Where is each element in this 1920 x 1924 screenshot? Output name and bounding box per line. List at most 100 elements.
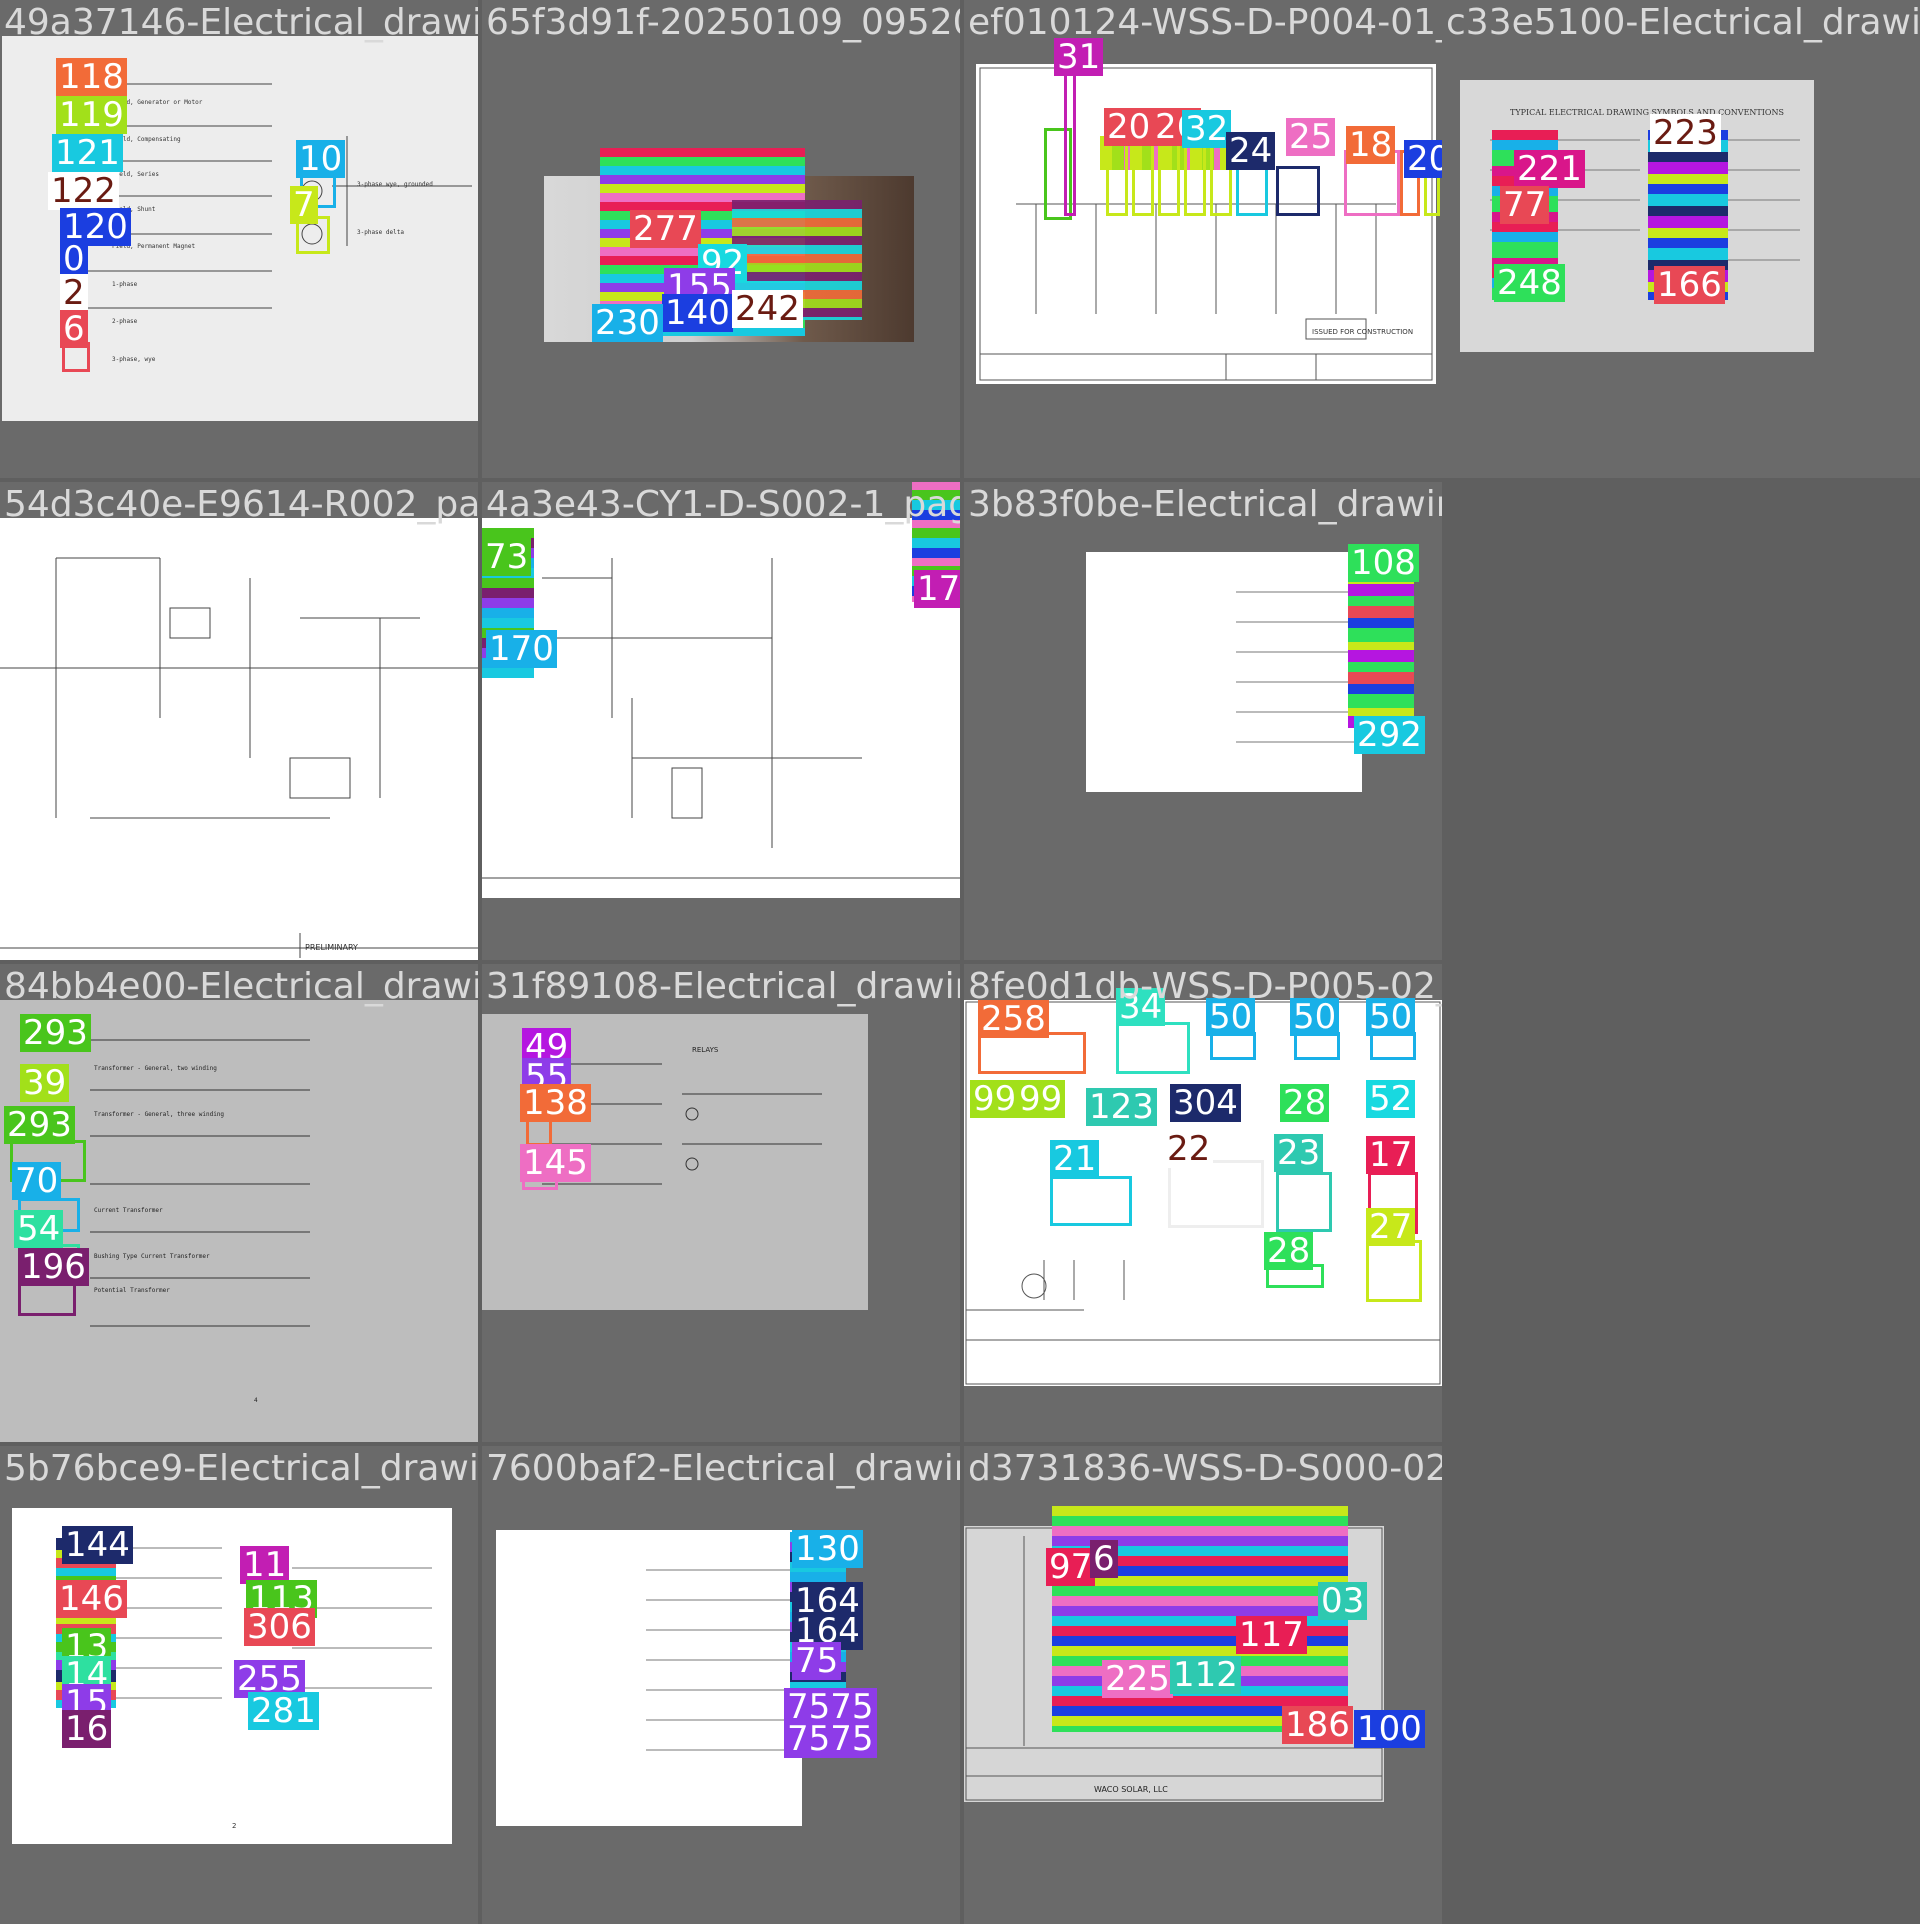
svg-text:Current Transformer: Current Transformer [94, 1207, 163, 1214]
detection-label: 52 [1366, 1080, 1416, 1118]
detection-label: 70 [12, 1162, 62, 1200]
tile-1[interactable]: 65f3d91f-20250109_095205.jpg 277 92 155 … [482, 0, 960, 478]
tile-filename: 7600baf2-Electrical_drawing_symbols_and_ [486, 1448, 960, 1489]
tile-filename: c33e5100-Electrical_drawing_symbols_and_ [1446, 2, 1920, 43]
tile-12[interactable]: WACO SOLAR, LLC d3731836-WSS-D-S000-02_p… [964, 1446, 1442, 1924]
detection-label: 145 [520, 1144, 591, 1182]
tile-10[interactable]: 2 5b76bce9-Electrical_drawing_symbols_an… [0, 1446, 478, 1924]
tile-9[interactable]: 8fe0d1db-WSS-D-P005-02_page_1.jpg 258 34… [964, 964, 1442, 1442]
svg-text:1-phase: 1-phase [112, 281, 138, 288]
document-page [964, 1000, 1442, 1386]
tile-5[interactable]: 4a3e43-CY1-D-S002-1_page_1.jpg 73 170 17… [482, 482, 960, 960]
detection-label: 11 [240, 1546, 290, 1584]
detection-label: 146 [56, 1580, 127, 1618]
detection-label: 17 [1366, 1136, 1416, 1174]
detection-label: 140 [662, 294, 733, 332]
svg-text:RELAYS: RELAYS [692, 1046, 719, 1054]
detection-label: 196 [18, 1248, 89, 1286]
bbox [1276, 166, 1320, 216]
tile-11[interactable]: 7600baf2-Electrical_drawing_symbols_and_… [482, 1446, 960, 1924]
detection-label: 117 [1236, 1616, 1307, 1654]
detection-label: 50 [1366, 998, 1416, 1036]
detection-label: 97 [1046, 1548, 1096, 1586]
detection-label: 6 [60, 310, 88, 348]
bbox [1184, 140, 1206, 216]
detection-label: 7 [290, 186, 318, 224]
detection-label: 28 [1264, 1232, 1314, 1270]
detection-label: 230 [592, 304, 663, 342]
detection-label: 50 [1290, 998, 1340, 1036]
tile-6[interactable]: 3b83f0be-Electrical_drawing_symbols_and_… [964, 482, 1442, 960]
tile-4[interactable]: PRELIMINARY 54d3c40e-E9614-R002_page_1.j… [0, 482, 478, 960]
detection-label: 306 [244, 1608, 315, 1646]
document-page [482, 518, 960, 898]
detection-label: 16 [62, 1710, 112, 1748]
tile-filename: 65f3d91f-20250109_095205.jpg [486, 2, 960, 43]
bbox [1276, 1172, 1332, 1232]
detection-label: 50 [1206, 998, 1256, 1036]
svg-text:3-phase wye, grounded: 3-phase wye, grounded [357, 181, 433, 188]
svg-text:PRELIMINARY: PRELIMINARY [305, 943, 358, 952]
detection-label: 122 [48, 172, 119, 210]
detection-label: 99 [1016, 1080, 1066, 1118]
svg-text:4: 4 [254, 1397, 258, 1404]
detection-label: 108 [1348, 544, 1419, 582]
detection-label: 293 [20, 1014, 91, 1052]
detection-label: 138 [520, 1084, 591, 1122]
bbox [1168, 1160, 1264, 1228]
bbox [1106, 140, 1128, 216]
detection-label: 6 [1090, 1540, 1118, 1578]
tile-filename: ef010124-WSS-D-P004-01_page_1.jpg [968, 2, 1442, 43]
detection-label: 0 [60, 240, 88, 278]
detection-label: 171 [914, 570, 960, 608]
svg-text:2-phase: 2-phase [112, 318, 138, 325]
detection-label: 20 [1104, 108, 1154, 146]
detection-label: 18 [1346, 126, 1396, 164]
detection-label: 281 [248, 1692, 319, 1730]
dense-labels [1348, 562, 1414, 728]
detection-label: 166 [1654, 266, 1725, 304]
document-page [496, 1530, 802, 1826]
detection-label: 73 [482, 538, 532, 576]
detection-label: 112 [1170, 1656, 1241, 1694]
tile-8[interactable]: RELAYS 31f89108-Electrical_drawing_symbo… [482, 964, 960, 1442]
detection-label: 221 [1514, 150, 1585, 188]
detection-label: 121 [52, 134, 123, 172]
svg-text:Potential Transformer: Potential Transformer [94, 1287, 170, 1294]
detection-label: 170 [486, 630, 557, 668]
detection-label: 24 [1226, 132, 1276, 170]
detection-label: 23 [1274, 1134, 1324, 1172]
detection-label: 10 [296, 140, 346, 178]
tile-3[interactable]: TYPICAL ELECTRICAL DRAWING SYMBOLS AND C… [1442, 0, 1920, 478]
detection-label: 99 [970, 1080, 1020, 1118]
svg-text:3-phase, wye: 3-phase, wye [112, 356, 156, 363]
detection-label: 118 [56, 58, 127, 96]
detection-label: 21 [1050, 1140, 1100, 1178]
tile-filename: 5b76bce9-Electrical_drawing_symbols_and_ [4, 1448, 478, 1489]
detection-label: 77 [1500, 186, 1550, 224]
tile-filename: 3b83f0be-Electrical_drawing_symbols_and_ [968, 484, 1442, 525]
detection-label: 32 [1182, 110, 1232, 148]
bbox [1366, 1240, 1422, 1302]
svg-text:2: 2 [232, 1822, 236, 1830]
bbox [1064, 66, 1076, 216]
detection-label: 144 [62, 1526, 133, 1564]
svg-text:Bushing Type Current Transform: Bushing Type Current Transformer [94, 1253, 210, 1260]
svg-text:Field, Compensating: Field, Compensating [112, 136, 181, 143]
detection-label: 75 [792, 1642, 842, 1680]
document-page: ISSUED FOR CONSTRUCTION [976, 64, 1436, 384]
bbox [1158, 140, 1180, 216]
detection-label: 123 [1086, 1088, 1157, 1126]
detection-label: 119 [56, 96, 127, 134]
document-page: PRELIMINARY [0, 518, 478, 960]
detection-label: 186 [1282, 1706, 1353, 1744]
tile-2[interactable]: ISSUED FOR CONSTRUCTION ef010124-WSS-D-P… [964, 0, 1442, 478]
bbox [1132, 140, 1154, 216]
svg-text:Field, Series: Field, Series [112, 171, 159, 178]
detection-label: 242 [732, 290, 803, 328]
svg-text:Field, Shunt: Field, Shunt [112, 206, 156, 213]
detection-label: 277 [630, 210, 701, 248]
